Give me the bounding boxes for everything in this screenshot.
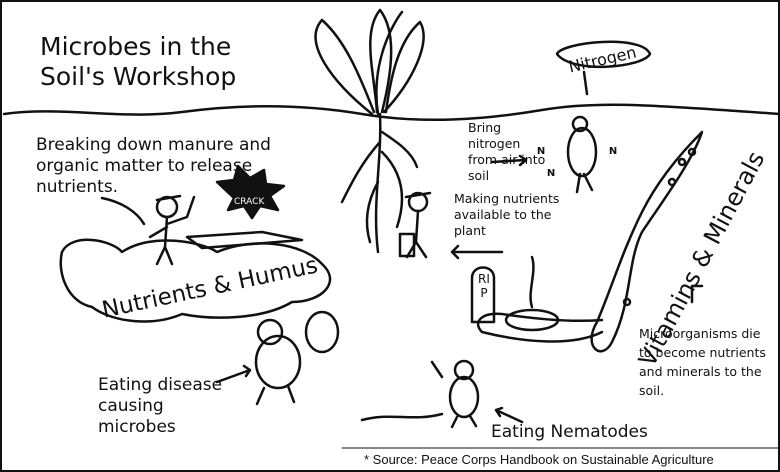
label-crack: CRACK (234, 197, 264, 208)
label-eating-disease: Eating disease causing microbes (98, 375, 228, 438)
plant-icon (316, 10, 424, 252)
label-making-nutrients: Making nutrients available to the plant (454, 191, 564, 239)
nitrogen-symbol: N (544, 167, 558, 181)
label-breaking-down: Breaking down manure and organic matter … (36, 135, 276, 198)
nitrogen-symbol: N (534, 145, 548, 159)
source-citation: * Source: Peace Corps Handbook on Sustai… (364, 452, 714, 468)
nematode-eater-icon (432, 361, 478, 427)
label-microorganisms-die: Microorganisms die to become nutrients a… (639, 324, 769, 400)
disease-eater-icon (256, 312, 338, 404)
microbe-worker-icon (150, 196, 302, 264)
soil-surface-line (4, 105, 780, 120)
label-eating-nematodes: Eating Nematodes (491, 422, 648, 443)
diagram-title: Microbes in the Soil's Workshop (40, 32, 240, 92)
nitrogen-symbol: N (606, 145, 620, 159)
label-rip: RIP (477, 272, 491, 300)
microbe-worker-icon-2 (400, 193, 430, 257)
